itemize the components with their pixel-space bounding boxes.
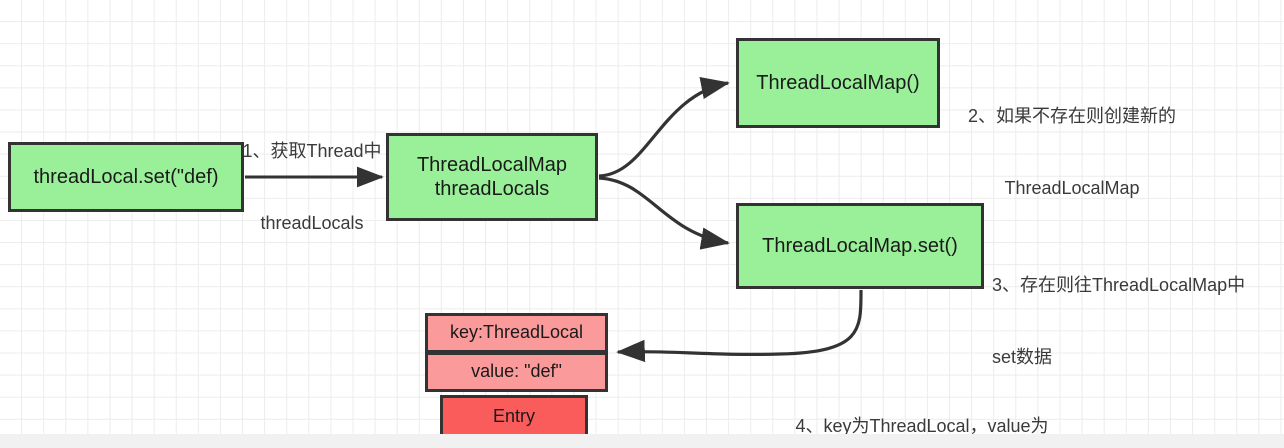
annotation-step-1-line2: threadLocals — [260, 213, 364, 234]
node-thread-local-map-field-label: ThreadLocalMap threadLocals — [389, 153, 595, 202]
node-thread-local-set[interactable]: threadLocal.set("def) — [8, 142, 244, 212]
node-entry-title-label: Entry — [492, 406, 535, 427]
node-entry-key[interactable]: key:ThreadLocal — [425, 313, 608, 353]
node-thread-local-map-field-line2: threadLocals — [434, 178, 550, 200]
edge-threadlocals-to-mapset — [598, 176, 730, 250]
node-entry-value[interactable]: value: "def" — [425, 352, 608, 392]
node-thread-local-map-constructor-label: ThreadLocalMap() — [756, 71, 920, 94]
node-thread-local-map-field[interactable]: ThreadLocalMap threadLocals — [386, 133, 598, 221]
annotation-step-3-line2: set数据 — [992, 347, 1053, 368]
footer-bar — [0, 434, 1284, 448]
annotation-step-1: 1、获取Thread中 threadLocals — [222, 90, 402, 284]
annotation-step-3-line1: 3、存在则往ThreadLocalMap中 — [992, 274, 1246, 295]
node-thread-local-map-field-line1: ThreadLocalMap — [416, 153, 568, 176]
node-entry-value-label: value: "def" — [471, 361, 562, 382]
node-entry-key-label: key:ThreadLocal — [449, 322, 584, 343]
annotation-step-2: 2、如果不存在则创建新的 ThreadLocalMap — [950, 55, 1194, 249]
node-thread-local-map-set-label: ThreadLocalMap.set() — [762, 234, 958, 257]
edge-mapset-to-entry — [616, 289, 863, 363]
annotation-step-4: 4、key为ThreadLocal，value为 设置的值 — [772, 365, 1072, 448]
annotation-step-2-line2: ThreadLocalMap — [1004, 178, 1140, 199]
annotation-step-4-line1: 4、key为ThreadLocal，value为 — [795, 415, 1049, 436]
annotation-step-2-line1: 2、如果不存在则创建新的 — [967, 105, 1176, 126]
node-entry-title[interactable]: Entry — [440, 395, 588, 439]
node-thread-local-set-label: threadLocal.set("def) — [33, 165, 219, 188]
annotation-step-1-line1: 1、获取Thread中 — [242, 140, 382, 161]
edge-threadlocals-to-ctor — [598, 77, 730, 178]
node-thread-local-map-constructor[interactable]: ThreadLocalMap() — [736, 38, 940, 128]
annotation-step-3: 3、存在则往ThreadLocalMap中 set数据 — [992, 224, 1282, 418]
node-thread-local-map-set[interactable]: ThreadLocalMap.set() — [736, 203, 984, 289]
